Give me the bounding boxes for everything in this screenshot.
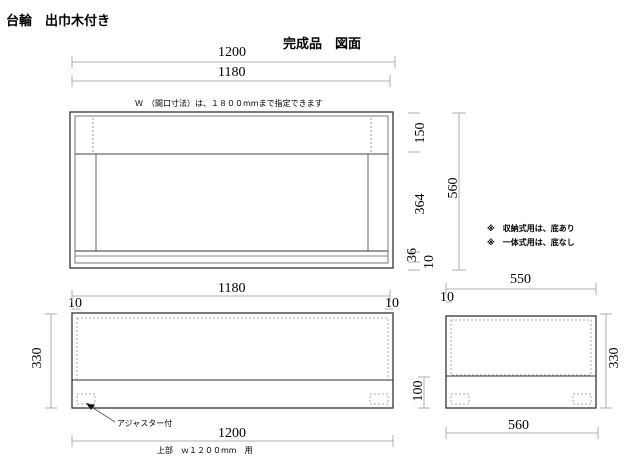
plan-dimension-lines [45,290,394,447]
front-view [69,111,394,269]
side-dimension-lines [418,283,612,439]
side-dim-left: 10 [440,290,454,305]
drawing-title: 台輪 出巾木付き [6,14,111,29]
plan-view [71,312,394,409]
plan-caption: 上部 ｗ１２００mm 用 [157,446,253,455]
drawing-subtitle: 完成品 図面 [283,37,362,52]
plan-dim-overall: 1200 [218,426,246,441]
note-storage: ※ 収納式用は、底あり [487,224,575,233]
plan-dim-left: 10 [68,296,82,311]
front-dimension-lines [71,56,466,271]
opening-note: Ｗ （間口寸法）は、１８００mmまで指定できます [135,99,323,108]
plan-dim-inner: 1180 [218,281,246,296]
side-dim-bottom: 560 [508,418,529,433]
front-dim-overall: 1200 [218,45,246,60]
side-view [445,315,597,409]
note-integrated: ※ 一体式用は、底なし [487,238,575,247]
front-dim-inner: 1180 [218,65,246,80]
side-dim-top: 550 [510,272,531,287]
adjuster-label: アジャスター付 [117,419,173,428]
plan-dim-right: 10 [385,296,399,311]
adjuster-arrow [86,403,95,410]
